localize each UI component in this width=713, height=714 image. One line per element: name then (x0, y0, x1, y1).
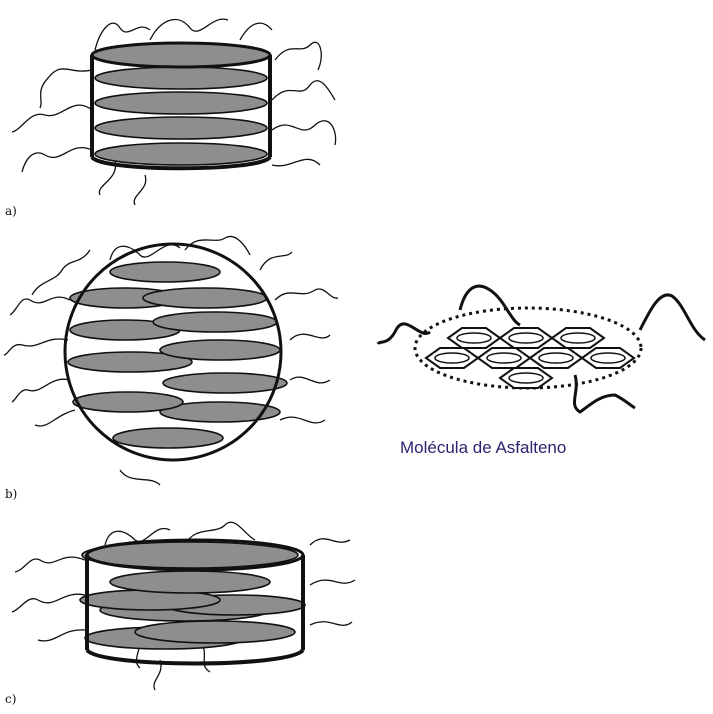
panel-c-disordered-aggregate (12, 522, 355, 690)
asphaltene-molecule (378, 286, 705, 412)
panel-c-disc-stack (80, 542, 305, 649)
panel-b-spherical-aggregate (4, 236, 338, 485)
panel-b-disc-cluster (68, 262, 287, 448)
molecule-caption: Molécula de Asfalteno (400, 438, 566, 458)
label-b: b) (5, 487, 17, 501)
panel-a-stacked-aggregate (12, 19, 336, 205)
panel-a-disc-stack (92, 43, 270, 165)
label-c: c) (5, 692, 16, 706)
label-a: a) (5, 204, 17, 218)
